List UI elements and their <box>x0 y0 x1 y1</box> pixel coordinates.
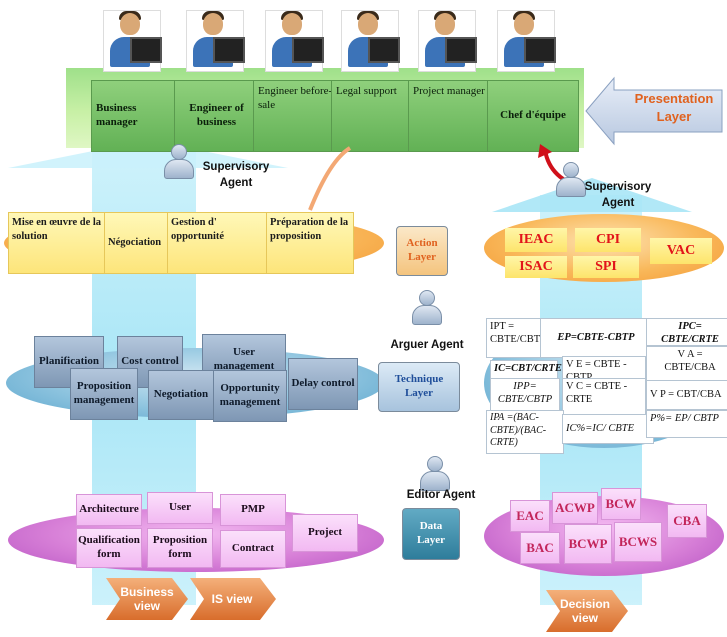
editor-agent-icon <box>420 456 450 491</box>
metric-cba: CBA <box>667 504 707 538</box>
data-item-user[interactable]: User <box>147 492 213 524</box>
metric-spi: SPI <box>573 256 639 278</box>
decision-view-chevron <box>546 590 628 632</box>
action-item-proposition[interactable]: Préparation de la proposition <box>266 212 354 274</box>
data-item-proposition-form[interactable]: Proposition form <box>147 528 213 568</box>
person-icon-5 <box>418 10 477 72</box>
formula-ipa: IPA =(BAC- CBTE)/(BAC- CRTE) <box>486 410 564 454</box>
left-column-arrow-head <box>8 140 288 168</box>
is-view-chevron <box>190 578 276 620</box>
decision-view-label: Decision view <box>559 597 610 625</box>
action-item-negociation[interactable]: Négociation <box>104 212 174 274</box>
supervisory-agent-right-label: Supervisory Agent <box>584 181 652 209</box>
formula-va: V A = CBTE/CBA <box>646 346 727 382</box>
tech-item-opportunity-management[interactable]: Opportunity management <box>213 370 287 422</box>
data-item-project[interactable]: Project <box>292 514 358 552</box>
role-engineer-of-business[interactable]: Engineer of business <box>174 80 259 152</box>
curved-arrows <box>308 144 586 211</box>
role-legal-support[interactable]: Legal support <box>331 80 416 152</box>
person-icon-4 <box>341 10 400 72</box>
person-icon-1 <box>103 10 162 72</box>
role-business-manager[interactable]: Business manager <box>91 80 176 152</box>
data-layer-button[interactable]: Data Layer <box>402 508 460 560</box>
metric-ieac: IEAC <box>505 228 567 252</box>
action-item-opportunite[interactable]: Gestion d' opportunité <box>167 212 271 274</box>
supervisory-agent-right-icon <box>556 162 586 197</box>
formula-ic-percent: IC%=IC/ CBTE <box>562 414 654 444</box>
supervisory-agent-left-icon <box>164 144 194 179</box>
tech-item-proposition-management[interactable]: Proposition management <box>70 368 138 420</box>
tech-item-delay-control[interactable]: Delay control <box>288 358 358 410</box>
role-engineer-before-sale[interactable]: Engineer before- sale <box>253 80 338 152</box>
presentation-layer-label: Presentation Layer <box>634 91 714 124</box>
data-item-architecture[interactable]: Architecture <box>76 494 142 526</box>
right-column-arrow-head <box>492 178 692 212</box>
metric-bac: BAC <box>520 532 560 564</box>
role-project-manager[interactable]: Project manager <box>408 80 493 152</box>
arguer-agent-icon <box>412 290 442 325</box>
formula-ep: EP=CBTE-CBTP <box>540 318 652 358</box>
person-icon-2 <box>186 10 245 72</box>
technique-layer-button[interactable]: Technique Layer <box>378 362 460 412</box>
business-view-chevron <box>106 578 188 620</box>
formula-ipp: IPP= CBTE/CBTP <box>490 378 560 412</box>
formula-ipc: IPC= CBTE/CRTE <box>646 318 727 346</box>
metric-acwp: ACWP <box>552 492 598 524</box>
person-icon-6 <box>497 10 556 72</box>
data-item-qualification-form[interactable]: Qualification form <box>76 528 142 568</box>
role-chef-equipe[interactable]: Chef d'équipe <box>487 80 579 152</box>
action-layer-button[interactable]: Action Layer <box>396 226 448 276</box>
formula-p-percent: P%= EP/ CBTP <box>646 410 727 438</box>
metric-vac: VAC <box>650 238 712 264</box>
business-view-label: Business view <box>120 585 174 613</box>
editor-agent-label: Editor Agent <box>406 489 476 501</box>
supervisory-agent-left-label: Supervisory Agent <box>202 161 270 189</box>
metric-bcw: BCW <box>601 488 641 520</box>
formula-vp: V P = CBT/CBA <box>646 380 727 410</box>
metric-eac: EAC <box>510 500 550 532</box>
tech-item-negotiation[interactable]: Negotiation <box>148 370 214 420</box>
data-item-pmp[interactable]: PMP <box>220 494 286 526</box>
metric-isac: ISAC <box>505 256 567 278</box>
arguer-agent-label: Arguer Agent <box>390 339 464 351</box>
data-item-contract[interactable]: Contract <box>220 530 286 568</box>
presentation-layer-arrow <box>585 76 723 146</box>
metric-bcws: BCWS <box>614 522 662 562</box>
metric-bcwp: BCWP <box>564 524 612 564</box>
formula-ipt: IPT = CBTE/CBTP <box>486 318 546 358</box>
metric-cpi: CPI <box>575 228 641 252</box>
is-view-label: IS view <box>211 592 253 607</box>
action-item-solution[interactable]: Mise en œuvre de la solution <box>8 212 111 274</box>
person-icon-3 <box>265 10 324 72</box>
formula-vc: V C = CBTE - CRTE <box>562 378 646 416</box>
